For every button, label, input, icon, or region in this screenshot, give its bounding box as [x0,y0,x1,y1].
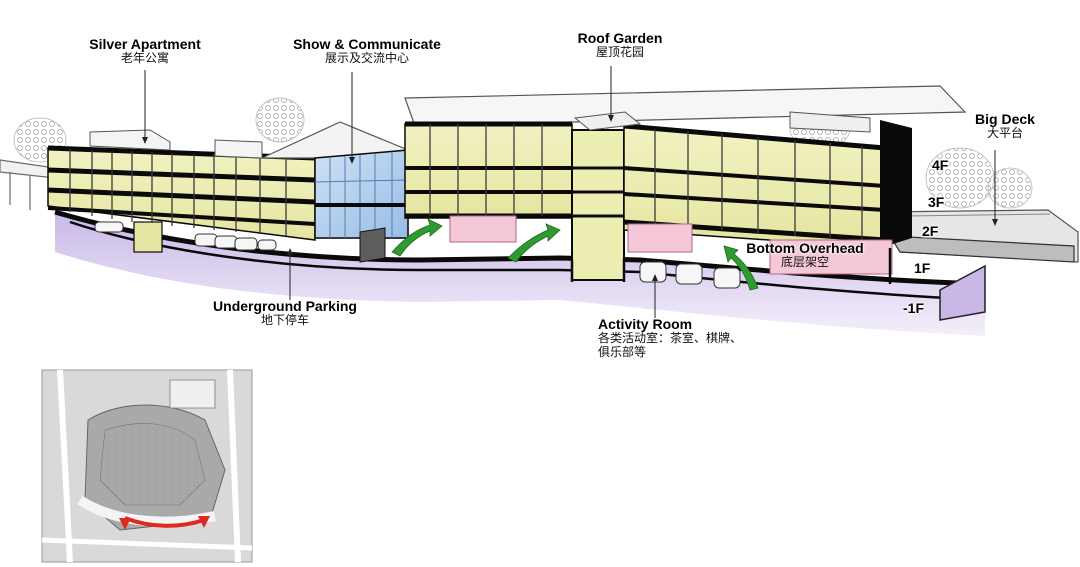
circulation-arrows [391,218,759,291]
leader-lines [144,66,996,318]
central-roof [404,85,967,127]
show-communicate-title: Show & Communicate [293,36,441,52]
label-activity-room: Activity Room 各类活动室：茶室、棋牌、 俱乐部等 [598,316,788,360]
activity-rooms [449,215,893,275]
underground-parking-title: Underground Parking [213,298,357,314]
silver-apartment-subtitle: 老年公寓 [120,51,169,66]
roof-garden-subtitle: 屋顶花园 [595,45,644,60]
parked-cars [94,221,741,289]
activity-room-title: Activity Room [598,316,693,332]
basement-ramp [939,264,986,321]
activity-room-subtitle-line1: 各类活动室：茶室、棋牌、 [598,331,743,346]
left-bridge [0,159,56,210]
overhead-columns [570,248,892,284]
silver-apartment-block [47,129,316,253]
site-plan-thumbnail [41,369,253,563]
underground-parking-band [55,214,985,336]
floor-label-b1f: -1F [903,300,924,316]
label-show-communicate: Show & Communicate 展示及交流中心 [272,36,462,66]
floor-label-1f: 1F [914,260,931,276]
floor-label-4f: 4F [932,157,949,173]
underground-parking-subtitle: 地下停车 [260,313,309,328]
label-bottom-overhead: Bottom Overhead 底层架空 [730,240,880,270]
bottom-overhead-subtitle: 底层架空 [780,255,829,270]
label-silver-apartment: Silver Apartment 老年公寓 [70,36,220,66]
floor-label-2f: 2F [922,223,939,239]
label-underground-parking: Underground Parking 地下停车 [190,298,380,328]
roof-garden-title: Roof Garden [577,30,663,46]
label-big-deck: Big Deck 大平台 [960,111,1050,141]
big-deck-subtitle: 大平台 [986,126,1023,141]
label-roof-garden: Roof Garden 屋顶花园 [555,30,685,60]
bottom-overhead-title: Bottom Overhead [746,240,864,256]
floor-label-3f: 3F [928,194,945,210]
central-block [404,111,912,281]
show-communicate-block [261,121,409,263]
activity-room-subtitle-line2: 俱乐部等 [598,344,647,359]
big-deck-title: Big Deck [975,111,1035,127]
show-communicate-subtitle: 展示及交流中心 [324,51,409,66]
silver-apartment-title: Silver Apartment [89,36,201,52]
basement-slab [69,220,986,302]
big-deck [879,209,1079,263]
